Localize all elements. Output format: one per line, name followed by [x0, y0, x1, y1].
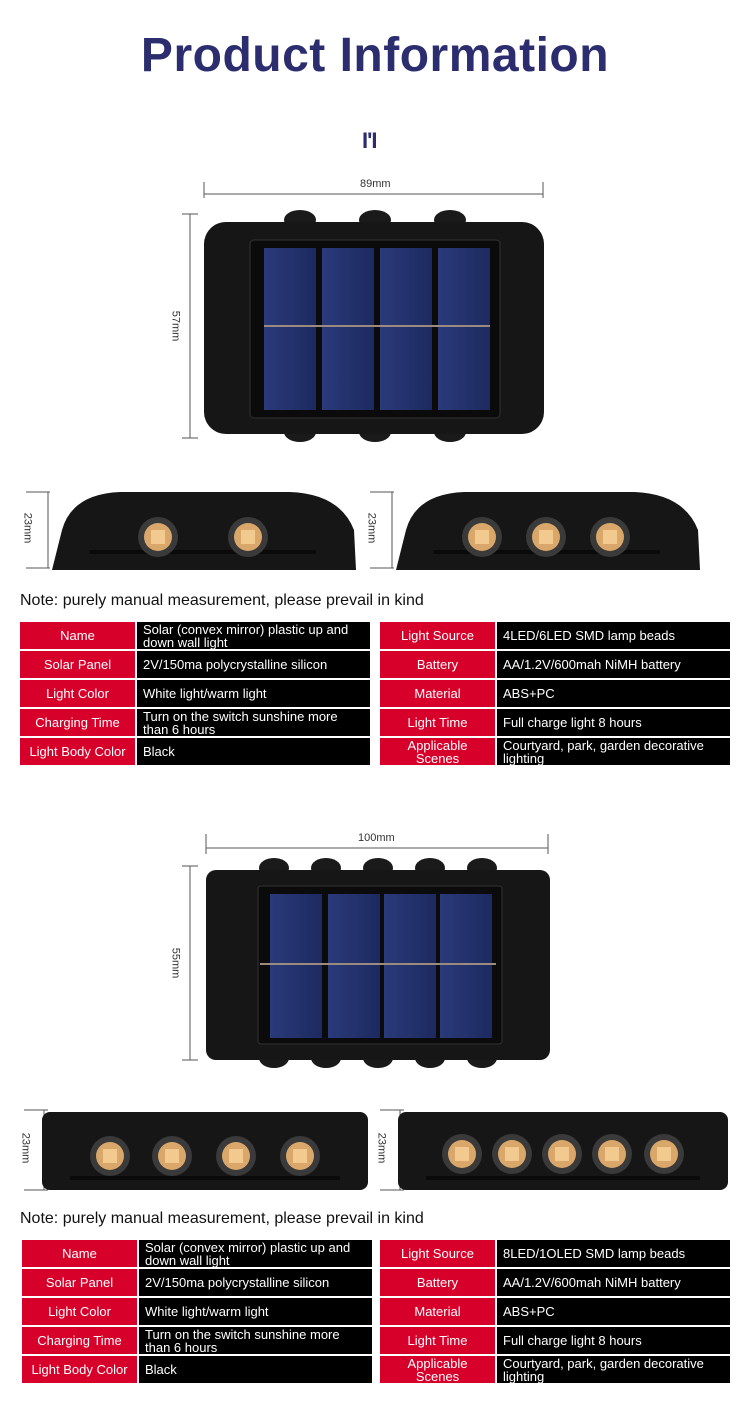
product1-height-dimension — [182, 213, 198, 439]
spec-value: White light/warm light — [137, 680, 370, 707]
product2-side-right-label: 23mm — [375, 1132, 388, 1164]
spec-value: Turn on the switch sunshine more than 6 … — [139, 1327, 372, 1354]
product1-front-image — [204, 210, 544, 442]
spec-value: Solar (convex mirror) plastic up and dow… — [139, 1240, 372, 1267]
spec-value: 2V/150ma polycrystalline silicon — [139, 1269, 372, 1296]
spec-key: Light Color — [20, 680, 135, 707]
product1-side-right-dimension — [370, 491, 394, 569]
spec-key: Name — [20, 622, 135, 649]
spec-key: Light Body Color — [22, 1356, 137, 1383]
product2-height-label: 55mm — [169, 947, 182, 979]
spec-value: Full charge light 8 hours — [497, 1327, 730, 1354]
product2-height-dimension — [182, 865, 198, 1061]
spec-key: Battery — [380, 1269, 495, 1296]
product1-width-dimension — [203, 182, 544, 198]
spec-value: Turn on the switch sunshine more than 6 … — [137, 709, 370, 736]
spec-value: Full charge light 8 hours — [497, 709, 730, 736]
product1-side-left-label: 23mm — [21, 512, 34, 544]
product1-side-left-image — [52, 492, 356, 570]
spec-key: Charging Time — [20, 709, 135, 736]
spec-key: Light Time — [380, 709, 495, 736]
product2-side-right-image — [398, 1112, 728, 1190]
page-title: Product Information — [140, 29, 610, 82]
product1-height-label: 57mm — [169, 310, 182, 342]
spec-key: Solar Panel — [20, 651, 135, 678]
product2-width-label: 100mm — [358, 832, 395, 844]
spec-key: Applicable Scenes — [380, 1356, 495, 1383]
spec-key: Material — [380, 1298, 495, 1325]
spec-key: Battery — [380, 651, 495, 678]
product1-side-left-dimension — [26, 491, 50, 569]
product2-side-left-label: 23mm — [19, 1132, 32, 1164]
product1-width-label: 89mm — [360, 178, 391, 190]
spec-value: 4LED/6LED SMD lamp beads — [497, 622, 730, 649]
product2-note: Note: purely manual measurement, please … — [20, 1210, 424, 1227]
spec-key: Applicable Scenes — [380, 738, 495, 765]
spec-key: Light Source — [380, 622, 495, 649]
product1-side-right-label: 23mm — [365, 512, 378, 544]
spec-value: AA/1.2V/600mah NiMH battery — [497, 1269, 730, 1296]
spec-key: Light Source — [380, 1240, 495, 1267]
product1-side-right-image — [396, 492, 700, 570]
product2-width-dimension — [205, 834, 549, 854]
product2-side-left-image — [42, 1112, 368, 1190]
spec-key: Solar Panel — [22, 1269, 137, 1296]
spec-value: Black — [139, 1356, 372, 1383]
product2-front-image — [206, 858, 550, 1068]
spec-value: ABS+PC — [497, 680, 730, 707]
brand-logo: I'I — [362, 128, 378, 153]
spec-value: ABS+PC — [497, 1298, 730, 1325]
spec-value: 8LED/1OLED SMD lamp beads — [497, 1240, 730, 1267]
spec-key: Material — [380, 680, 495, 707]
spec-value: Black — [137, 738, 370, 765]
spec-value: 2V/150ma polycrystalline silicon — [137, 651, 370, 678]
spec-value: Courtyard, park, garden decorative light… — [497, 738, 730, 765]
spec-key: Light Body Color — [20, 738, 135, 765]
product1-note: Note: purely manual measurement, please … — [20, 592, 424, 609]
spec-key: Light Time — [380, 1327, 495, 1354]
spec-value: White light/warm light — [139, 1298, 372, 1325]
spec-value: AA/1.2V/600mah NiMH battery — [497, 651, 730, 678]
spec-value: Courtyard, park, garden decorative light… — [497, 1356, 730, 1383]
spec-key: Name — [22, 1240, 137, 1267]
spec-value: Solar (convex mirror) plastic up and dow… — [137, 622, 370, 649]
spec-key: Charging Time — [22, 1327, 137, 1354]
spec-key: Light Color — [22, 1298, 137, 1325]
